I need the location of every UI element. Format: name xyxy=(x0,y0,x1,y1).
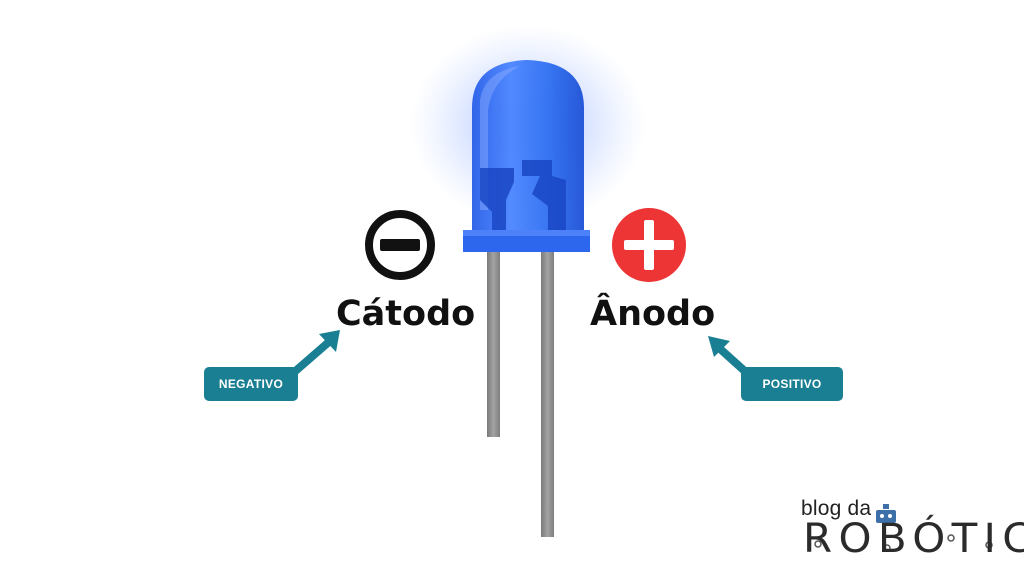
anode-lead xyxy=(541,250,554,537)
negative-arrow xyxy=(288,330,340,378)
logo-line1: blog da xyxy=(801,497,872,520)
negative-tag: NEGATIVO xyxy=(204,367,298,401)
led-internal-frame xyxy=(480,168,514,232)
minus-circle-icon xyxy=(365,210,435,280)
positive-tag: POSITIVO xyxy=(741,367,843,401)
logo-circuit-decoration xyxy=(814,534,993,552)
robot-icon xyxy=(876,504,896,523)
cathode-lead xyxy=(487,250,500,437)
logo-line2: ROBÓTICA xyxy=(803,516,1024,562)
cathode-label: Cátodo xyxy=(336,294,476,334)
plus-circle-icon xyxy=(612,208,686,282)
anode-label: Ânodo xyxy=(590,294,716,334)
